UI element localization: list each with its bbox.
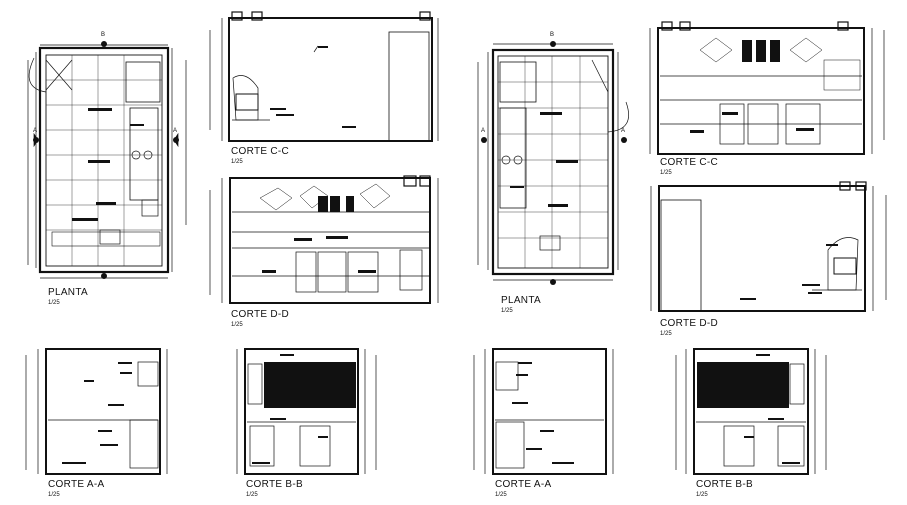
corte-cc-1-section	[209, 11, 439, 142]
section-marker: B	[550, 32, 555, 38]
section-marker: A	[33, 128, 38, 134]
drawing-title: CORTE B-B	[696, 479, 753, 490]
drawing-title: CORTE A-A	[48, 479, 105, 490]
drawing-title: CORTE A-A	[495, 479, 552, 490]
corte-aa-2-section	[473, 348, 614, 475]
drawing-scale: 1/25	[246, 492, 258, 498]
corte-dd-2-section	[650, 181, 887, 312]
drawing-title: PLANTA	[501, 295, 541, 306]
drawing-title: PLANTA	[48, 287, 88, 298]
corte-bb-2-section	[675, 348, 827, 475]
drawing-scale: 1/25	[48, 492, 60, 498]
corte-cc-2-section	[649, 21, 885, 155]
planta-1-plan	[27, 41, 187, 279]
drawing-scale: 1/25	[48, 300, 60, 306]
corte-aa-1-section	[25, 348, 168, 475]
drawing-scale: 1/25	[696, 492, 708, 498]
drawing-scale: 1/25	[660, 331, 672, 337]
drawing-scale: 1/25	[495, 492, 507, 498]
section-marker: A	[481, 128, 486, 134]
drawing-scale: 1/25	[501, 308, 513, 314]
drawing-scale: 1/25	[660, 170, 672, 176]
drawing-title: CORTE C-C	[231, 146, 290, 157]
corte-bb-1-section	[236, 348, 377, 475]
drawing-title: CORTE D-D	[231, 309, 290, 320]
section-marker: A	[173, 128, 178, 134]
drawing-title: CORTE C-C	[660, 157, 719, 168]
planta-2-plan	[477, 41, 629, 285]
corte-dd-1-section	[209, 175, 439, 304]
section-marker: B	[101, 32, 106, 38]
drawing-title: CORTE B-B	[246, 479, 303, 490]
section-marker: A	[621, 128, 626, 134]
drawing-scale: 1/25	[231, 322, 243, 328]
drawing-scale: 1/25	[231, 159, 243, 165]
drawing-title: CORTE D-D	[660, 318, 719, 329]
